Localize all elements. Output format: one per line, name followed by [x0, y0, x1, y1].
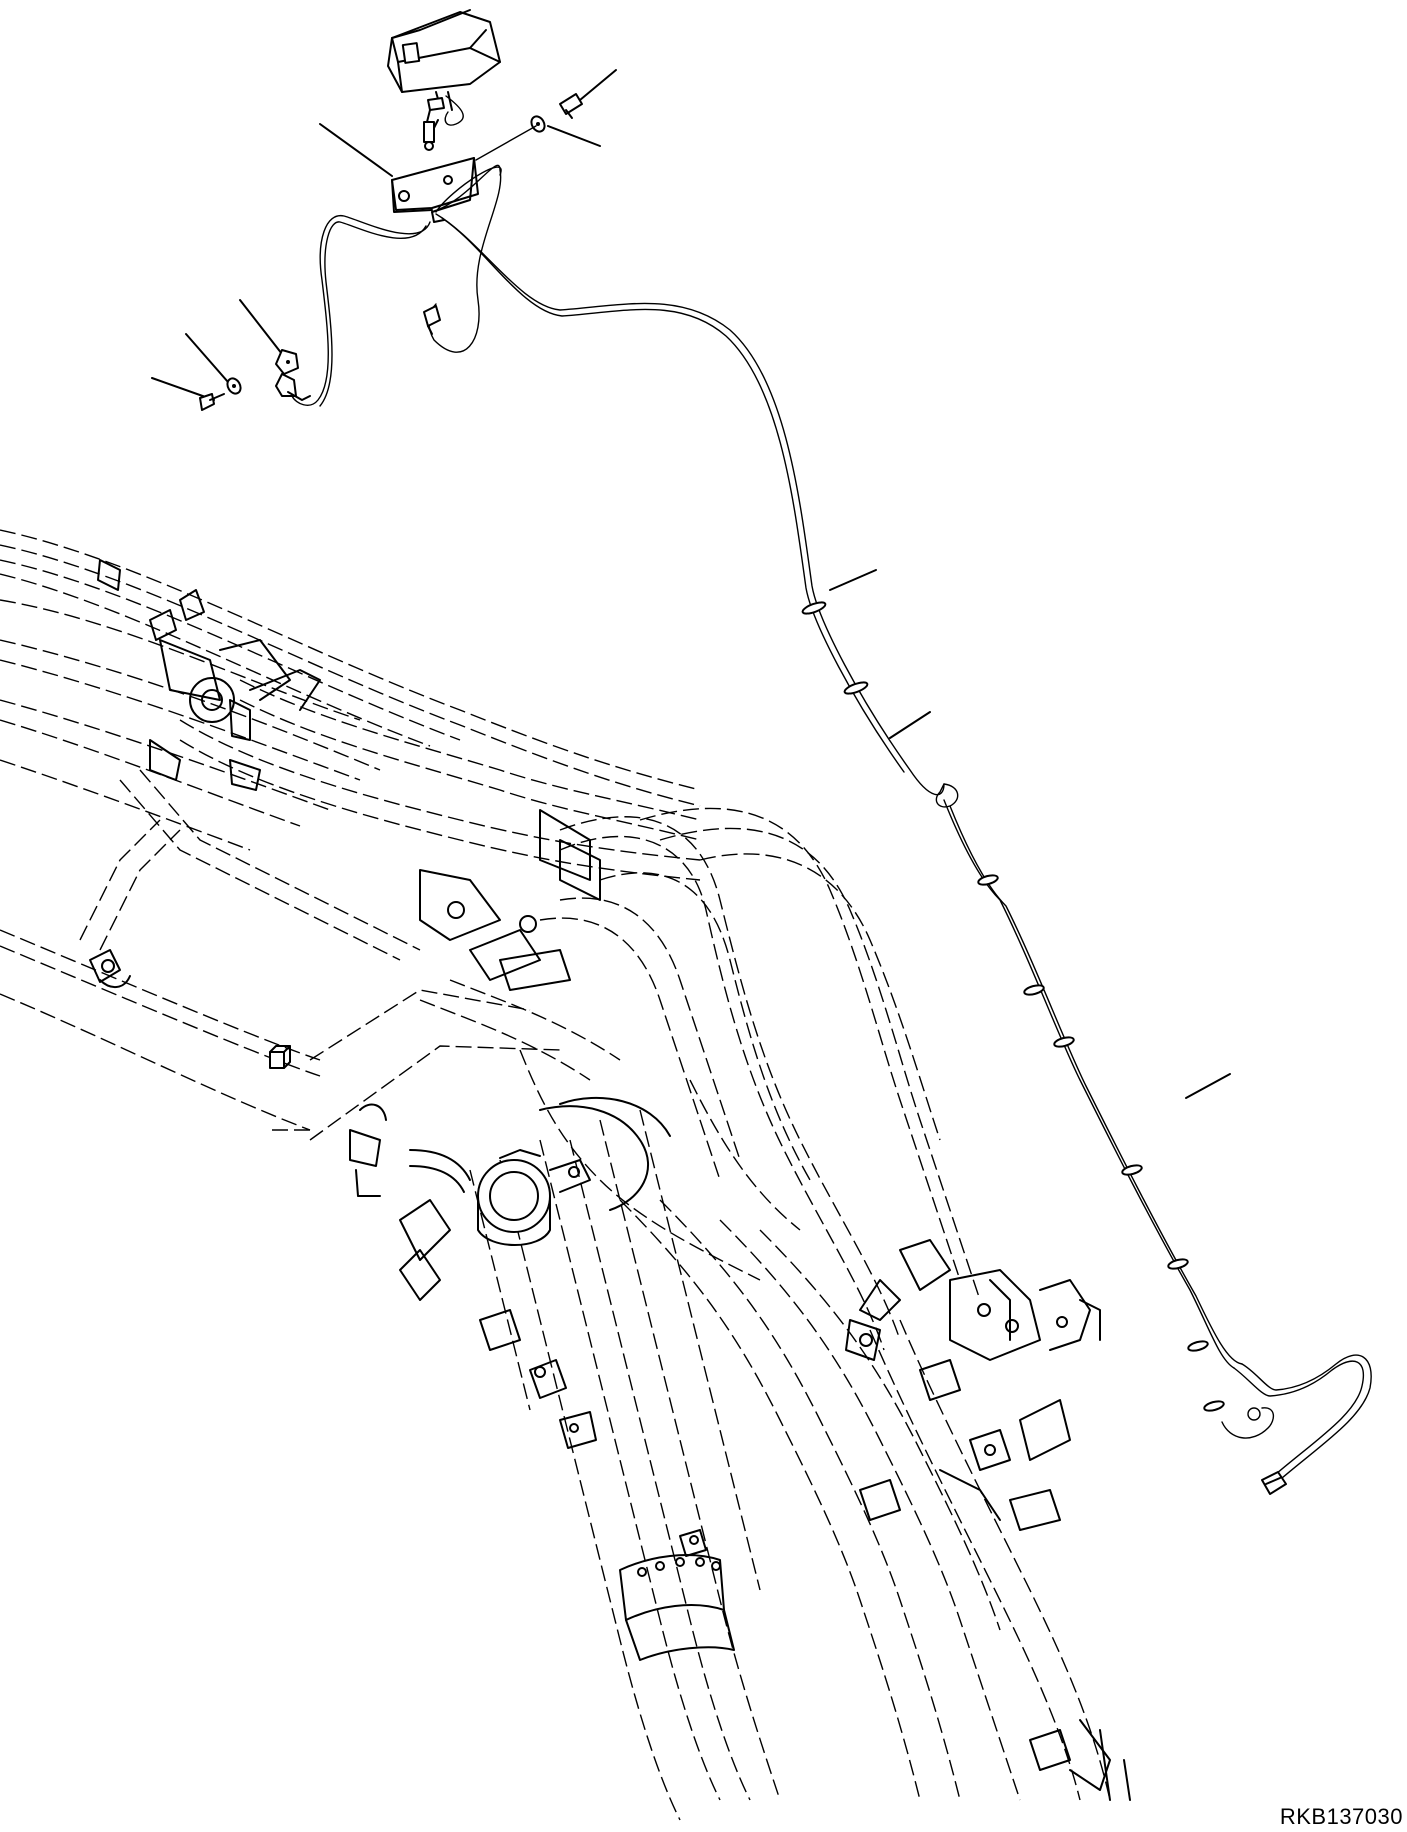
- harness-connector-small: [423, 305, 441, 335]
- lower-cylinder-band: [619, 1529, 1131, 1801]
- leader-lines: [151, 69, 1231, 1099]
- work-lamp: [387, 9, 501, 151]
- boom-arm-outline: [0, 529, 1111, 1821]
- clip-bolt-washer: [199, 349, 311, 411]
- valve-block-right: [845, 1239, 1101, 1531]
- lamp-bracket: [391, 157, 479, 223]
- swivel-joint-center: [349, 1097, 671, 1449]
- drawing-reference-number: RKB137030: [1279, 1804, 1403, 1829]
- valve-details-left: [89, 559, 601, 1069]
- lamp-bolt-and-washer: [475, 93, 583, 161]
- lamp-harness: [291, 164, 1372, 1495]
